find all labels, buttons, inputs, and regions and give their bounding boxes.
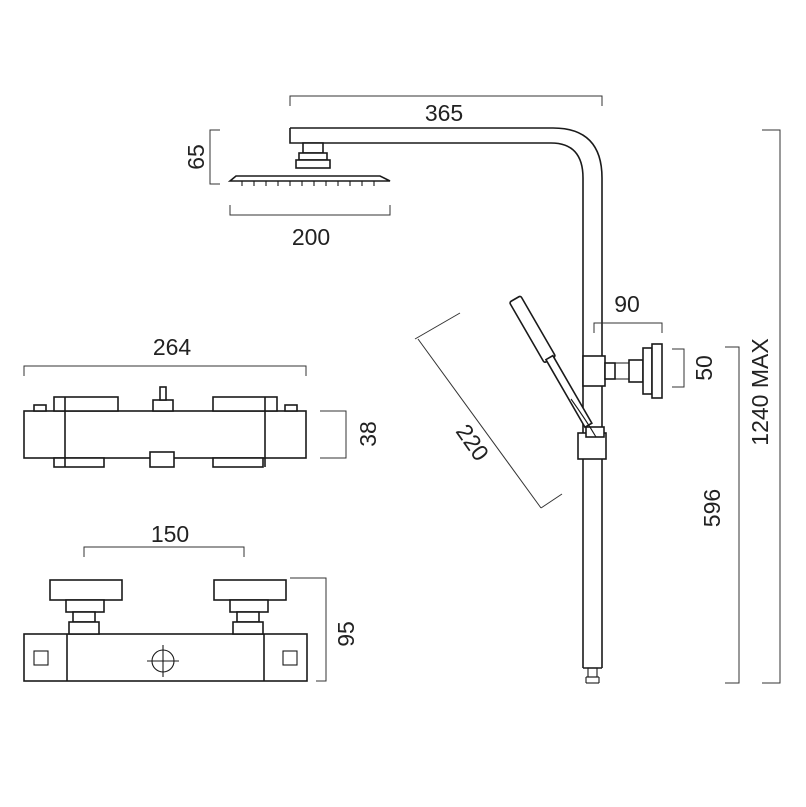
thermostat-front-view <box>23 579 308 682</box>
dim-label-inlet-spacing: 150 <box>151 521 189 547</box>
shower-head <box>227 142 391 186</box>
hand-shower <box>509 295 597 438</box>
dim-label-hand-shower: 220 <box>451 419 494 465</box>
slide-holder <box>577 426 607 460</box>
dim-label-bracket-depth: 90 <box>614 291 640 317</box>
dim-label-body-height: 95 <box>333 621 359 647</box>
dim-label-bracket-height: 50 <box>691 355 717 381</box>
dim-label-head-height: 65 <box>183 144 209 170</box>
dim-label-body-depth: 38 <box>355 421 381 447</box>
shower-column <box>289 127 603 684</box>
dim-label-head-arm: 365 <box>425 100 463 126</box>
dim-label-lower-height: 596 <box>699 489 725 527</box>
dimension-lines <box>23 95 781 684</box>
dim-label-body-length: 264 <box>153 334 192 360</box>
dim-label-head-width: 200 <box>292 224 330 250</box>
wall-bracket <box>582 343 663 399</box>
thermostat-top-view <box>23 386 307 468</box>
dim-label-max-height: 1240 MAX <box>747 338 773 445</box>
